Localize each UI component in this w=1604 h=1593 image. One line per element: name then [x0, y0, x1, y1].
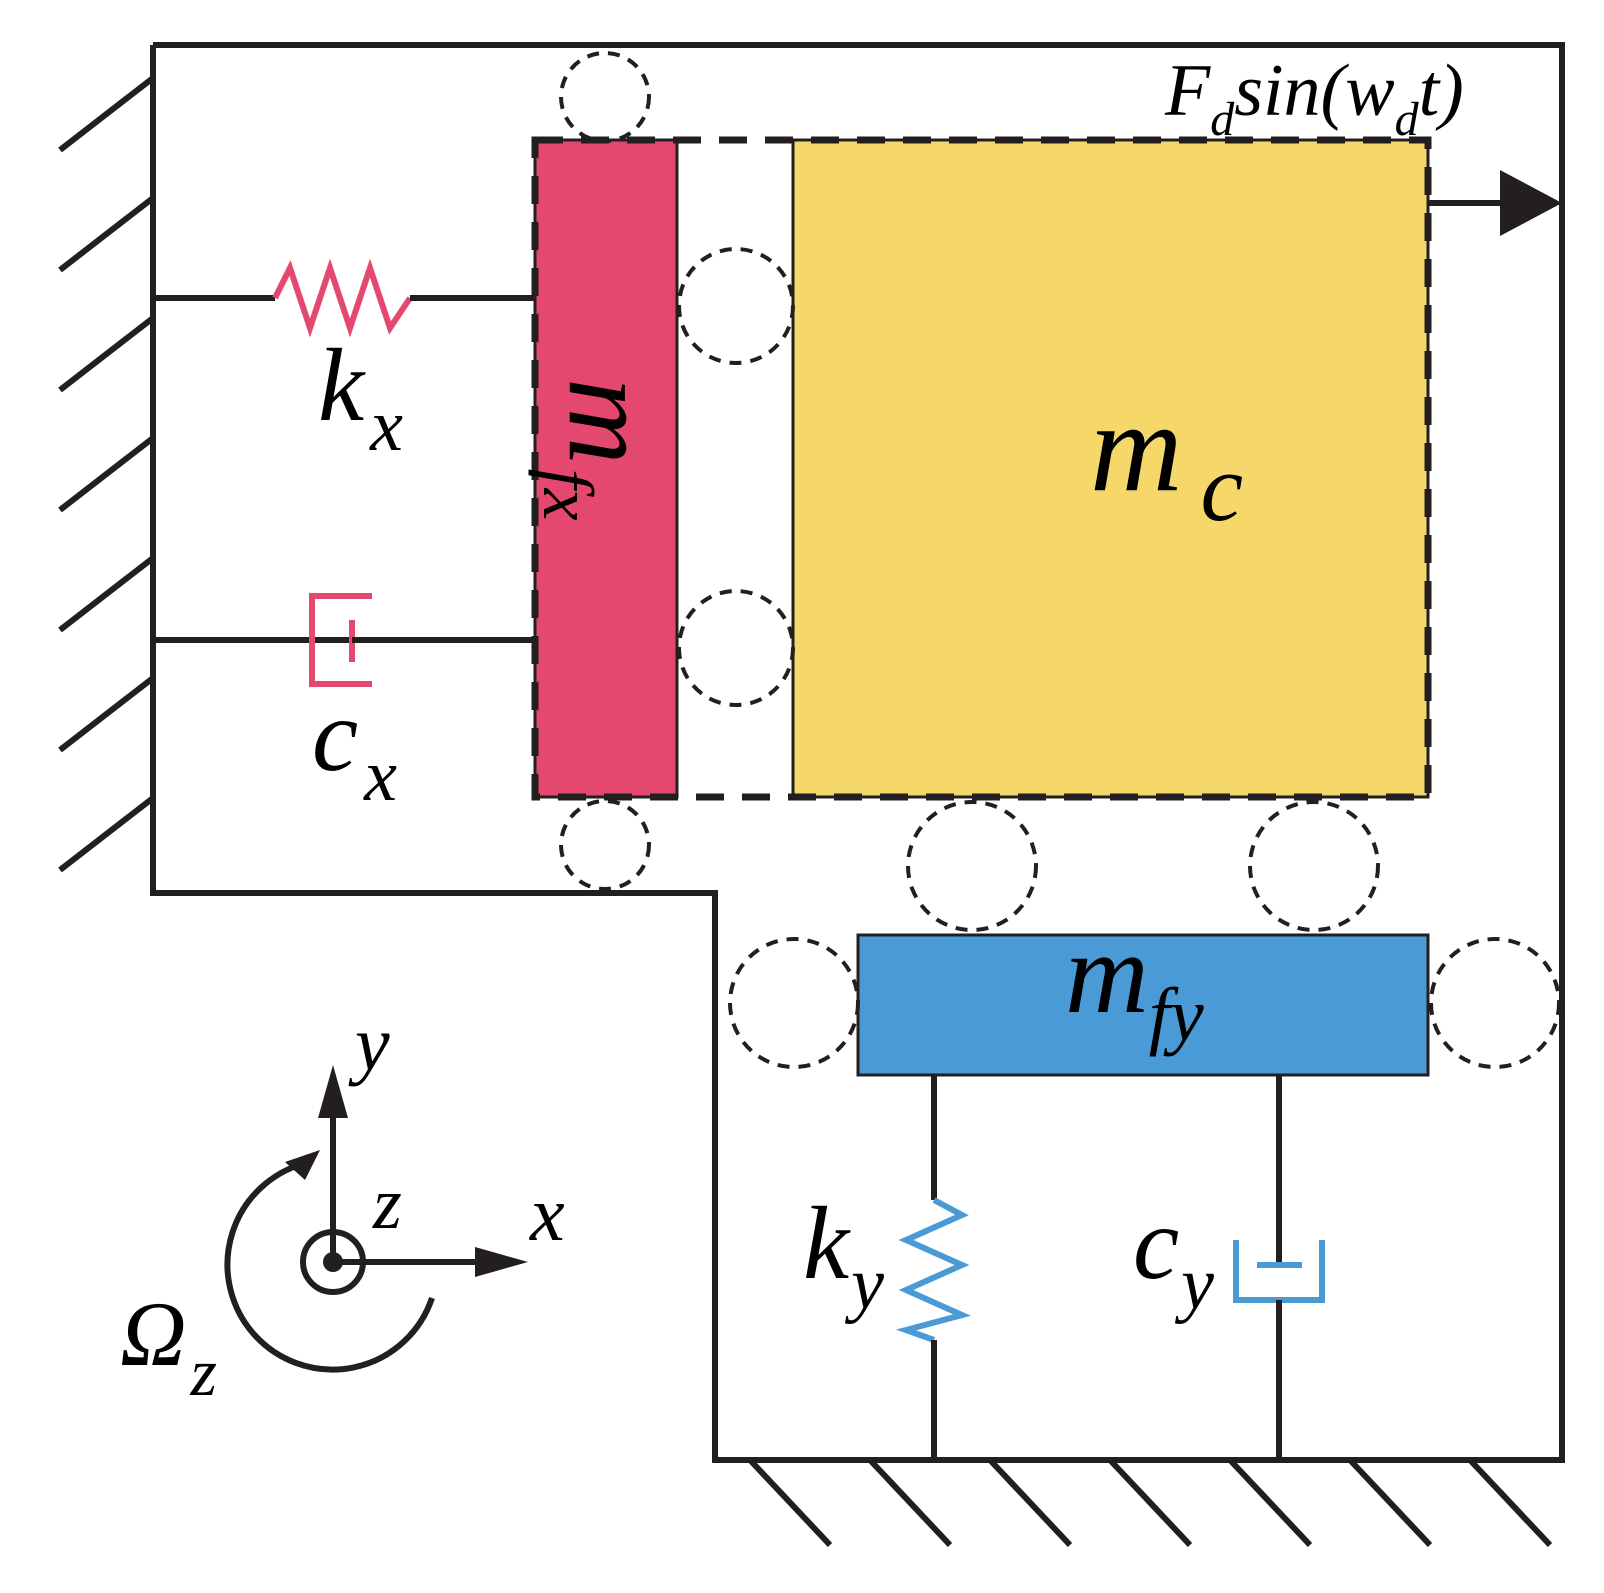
roller-circle	[559, 799, 651, 891]
spring-ky	[895, 1075, 971, 1460]
roller-circle	[906, 800, 1038, 932]
mass-fx-label: mfx	[528, 378, 677, 521]
roller-bearings	[559, 51, 1561, 1069]
axis-z-label: z	[372, 1163, 402, 1245]
damper-cy-label: cy	[1133, 1186, 1214, 1325]
roller-circle	[677, 247, 795, 365]
spring-kx	[153, 258, 535, 338]
force-label: Fdsin(wdt)	[1164, 50, 1464, 146]
roller-circle	[1248, 800, 1380, 932]
rotation-arrowhead	[285, 1150, 320, 1180]
coordinate-axes	[224, 1065, 528, 1373]
damper-cy	[1233, 1075, 1325, 1460]
axis-y-label: y	[348, 1000, 390, 1087]
roller-circle	[559, 51, 651, 143]
damper-cx-label: cx	[312, 678, 397, 817]
z-axis-dot	[323, 1252, 343, 1272]
mass-c-block	[791, 138, 1430, 799]
damper-cx	[153, 593, 535, 687]
axis-x-label: x	[529, 1170, 565, 1257]
roller-circle	[728, 937, 860, 1069]
rotation-label: Ωz	[120, 1283, 217, 1410]
rotation-arc	[224, 1159, 435, 1373]
force-arrow	[1428, 170, 1562, 236]
spring-kx-label: kx	[318, 328, 403, 467]
combined-mass-dashed-outline	[531, 136, 1432, 801]
bottom-ground-hatching	[747, 1457, 1553, 1548]
y-axis-arrowhead	[318, 1065, 348, 1118]
left-ground-hatching	[58, 75, 155, 873]
mass-fy-label: mfy	[1065, 910, 1204, 1057]
roller-circle	[677, 589, 795, 707]
x-axis-arrowhead	[475, 1247, 528, 1277]
spring-ky-label: ky	[803, 1186, 884, 1325]
frame-outline	[150, 42, 1565, 1463]
z-axis-circle	[300, 1229, 366, 1295]
roller-circle	[1429, 937, 1561, 1069]
